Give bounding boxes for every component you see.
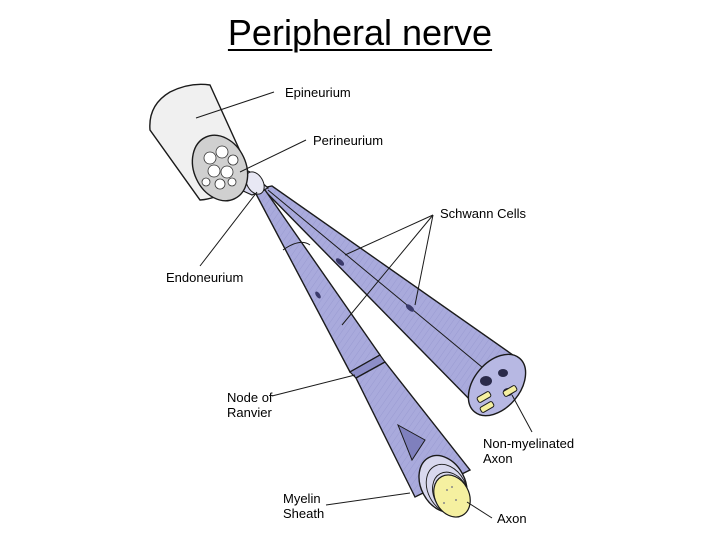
- non-myelinated-fiber: [260, 185, 527, 417]
- non-myelinated-axon-stubs: [476, 385, 518, 413]
- axon-hole: [498, 369, 508, 377]
- fascicles: [201, 145, 239, 190]
- axon-hole: [480, 376, 492, 386]
- label-non-myelinated-axon: Non-myelinated Axon: [483, 436, 575, 466]
- label-myelin-sheath: Myelin Sheath: [283, 491, 325, 521]
- epineurium-cylinder: [149, 83, 249, 202]
- label-schwann-cells: Schwann Cells: [440, 206, 526, 221]
- label-epineurium: Epineurium: [285, 85, 351, 100]
- myelinated-fiber: [253, 189, 472, 518]
- label-endoneurium: Endoneurium: [166, 270, 244, 285]
- leader-lines: [195, 91, 533, 519]
- page-title: Peripheral nerve: [227, 12, 493, 53]
- axon-core: [433, 474, 471, 518]
- label-perineurium: Perineurium: [313, 133, 384, 148]
- label-node-of-ranvier: Node of Ranvier: [227, 390, 273, 420]
- label-axon: Axon: [497, 511, 527, 526]
